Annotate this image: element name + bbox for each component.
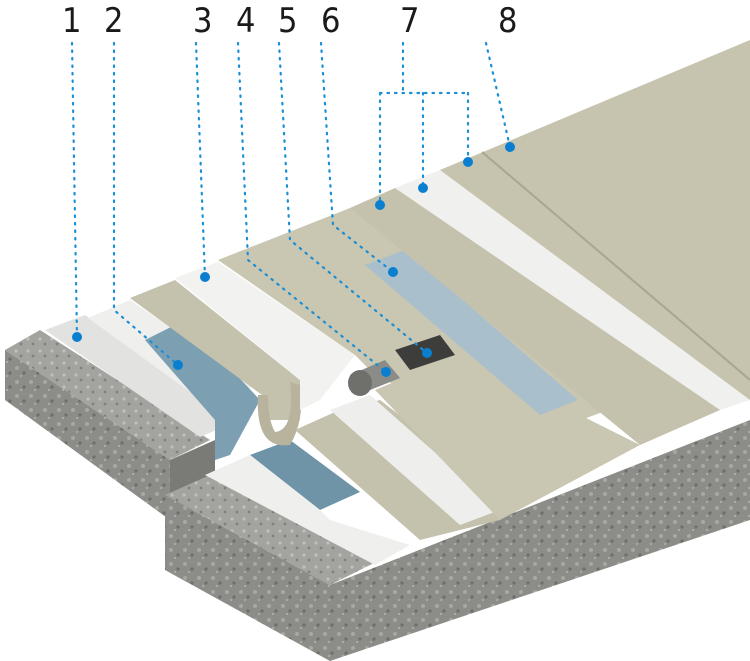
layer-7-fleece [395,170,750,410]
concrete-slab-left-top [5,330,210,460]
blue-strip-left [145,320,260,460]
leader-dots [72,142,515,377]
labels: 1 2 3 4 5 6 7 8 [62,1,517,41]
layer-membrane-lower-fleece [330,395,500,525]
layer-7-membrane [350,188,720,445]
layer-2-fleece-right [205,455,410,565]
layer-8-top-membrane [440,40,750,400]
layer-membrane-center [375,355,640,520]
layer-1-left [45,315,240,437]
label-1: 1 [62,1,81,41]
label-5: 5 [278,1,297,41]
concrete-slab-right-front [165,495,330,661]
label-2: 2 [104,1,123,41]
membrane-loop [257,382,302,446]
leader-lines [70,41,512,374]
layer-3-fleece [175,262,355,410]
concrete-slab-left-front [5,350,170,520]
concrete-slab-right-top [165,475,380,585]
blue-strip-right [250,440,360,510]
concrete-slab-right-side [330,420,750,661]
label-3: 3 [193,1,212,41]
label-4: 4 [236,1,255,41]
label-8: 8 [498,1,517,41]
layer-8-seam [481,151,750,381]
label-6: 6 [321,1,340,41]
layer-4-rod-end [348,370,372,396]
layer-6-blue-strip [365,250,578,415]
layer-3-membrane-left [130,280,300,420]
label-7: 7 [400,1,419,41]
